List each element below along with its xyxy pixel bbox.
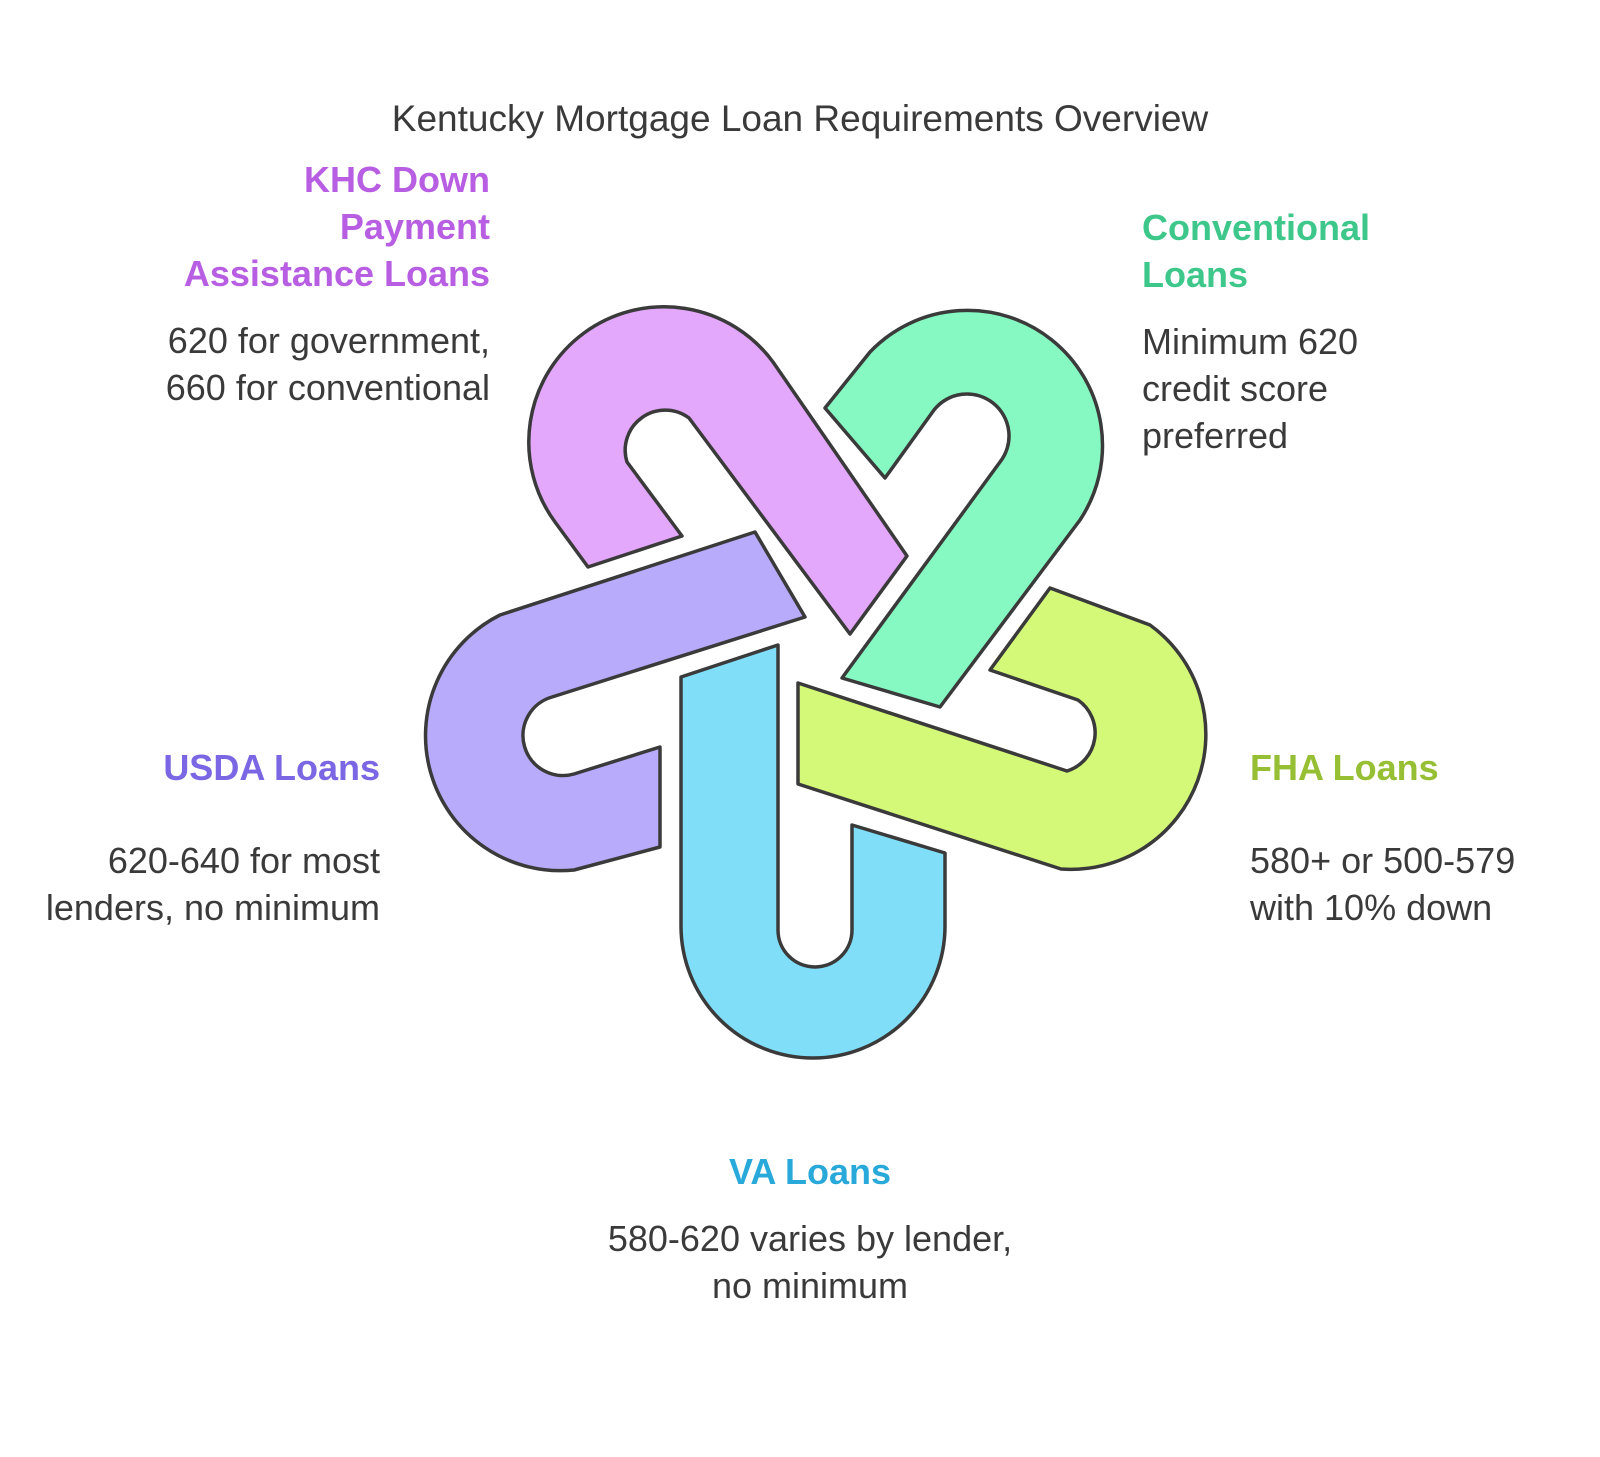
usda-loan-name: USDA Loans (163, 747, 380, 788)
va-loop (679, 643, 947, 1060)
usda-loan-description: 620-640 for most lenders, no minimum (45, 840, 380, 928)
usda-loan-label: USDA Loans 620-640 for most lenders, no … (40, 744, 380, 931)
fha-loop (796, 586, 1208, 872)
khc-loan-description: 620 for government, 660 for conventional (165, 320, 490, 408)
khc-loan-label: KHC Down Payment Assistance Loans 620 fo… (150, 156, 490, 411)
usda-loop (423, 530, 807, 873)
diagram-title: Kentucky Mortgage Loan Requirements Over… (391, 98, 1209, 139)
fha-loan-label: FHA Loans 580+ or 500-579 with 10% down (1250, 744, 1570, 931)
conventional-loan-name: Conventional Loans (1142, 207, 1371, 295)
va-loan-name: VA Loans (728, 1151, 892, 1192)
conventional-loan-label: Conventional Loans Minimum 620 credit sc… (1142, 204, 1442, 459)
khc-loop (527, 305, 909, 636)
conventional-loan-description: Minimum 620 credit score preferred (1142, 321, 1359, 456)
khc-loan-name: KHC Down Payment Assistance Loans (183, 159, 490, 294)
conventional-loop (823, 308, 1105, 709)
fha-loan-name: FHA Loans (1250, 747, 1439, 788)
va-loan-description: 580-620 varies by lender, no minimum (607, 1218, 1013, 1306)
va-loan-label: VA Loans 580-620 varies by lender, no mi… (600, 1148, 1020, 1309)
fha-loan-description: 580+ or 500-579 with 10% down (1250, 840, 1516, 928)
